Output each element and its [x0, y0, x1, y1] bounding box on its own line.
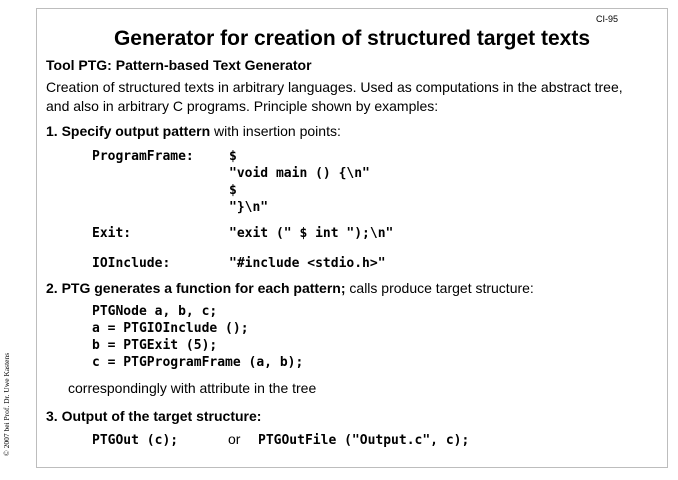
intro-line-1: Creation of structured texts in arbitrar…	[46, 79, 623, 95]
pattern-name-ioinclude: IOInclude:	[92, 256, 171, 271]
output-call-2: PTGOutFile ("Output.c", c);	[258, 433, 470, 448]
pattern-value-ioinclude: "#include <stdio.h>"	[229, 256, 386, 271]
intro-line-2: and also in arbitrary C programs. Princi…	[46, 98, 439, 114]
call-line: PTGNode a, b, c;	[92, 304, 218, 319]
pattern-line: "void main () {\n"	[229, 166, 370, 181]
slide-title: Generator for creation of structured tar…	[113, 27, 591, 50]
output-call-1: PTGOut (c);	[92, 433, 179, 448]
note-text: correspondingly with attribute in the tr…	[68, 380, 317, 396]
slide-frame	[36, 8, 668, 468]
copyright-note: © 2007 bei Prof. Dr. Uwe Kastens	[2, 352, 11, 456]
step-2-heading: 2. PTG generates a function for each pat…	[46, 280, 534, 296]
step-3-heading: 3. Output of the target structure:	[46, 408, 261, 424]
pattern-name-exit: Exit:	[92, 226, 132, 241]
call-line: c = PTGProgramFrame (a, b);	[92, 355, 304, 370]
call-line: a = PTGIOInclude ();	[92, 321, 249, 336]
subtitle: Tool PTG: Pattern-based Text Generator	[46, 57, 312, 73]
step-1-heading: 1. Specify output pattern with insertion…	[46, 123, 341, 139]
pattern-line: "}\n"	[229, 200, 269, 215]
call-line: b = PTGExit (5);	[92, 338, 218, 353]
slide-id: CI-95	[595, 14, 618, 24]
pattern-line: $	[229, 149, 237, 164]
output-or: or	[228, 431, 241, 447]
step-2-rest: calls produce target structure:	[345, 280, 534, 296]
step-1-bold: 1. Specify output pattern	[46, 123, 211, 139]
pattern-line: $	[229, 183, 237, 198]
step-3-bold: 3. Output of the target structure:	[46, 408, 262, 424]
pattern-value-exit: "exit (" $ int ");\n"	[229, 226, 394, 241]
step-1-rest: with insertion points:	[210, 123, 341, 139]
pattern-name-programframe: ProgramFrame:	[92, 149, 194, 164]
step-2-bold: 2. PTG generates a function for each pat…	[46, 280, 346, 296]
